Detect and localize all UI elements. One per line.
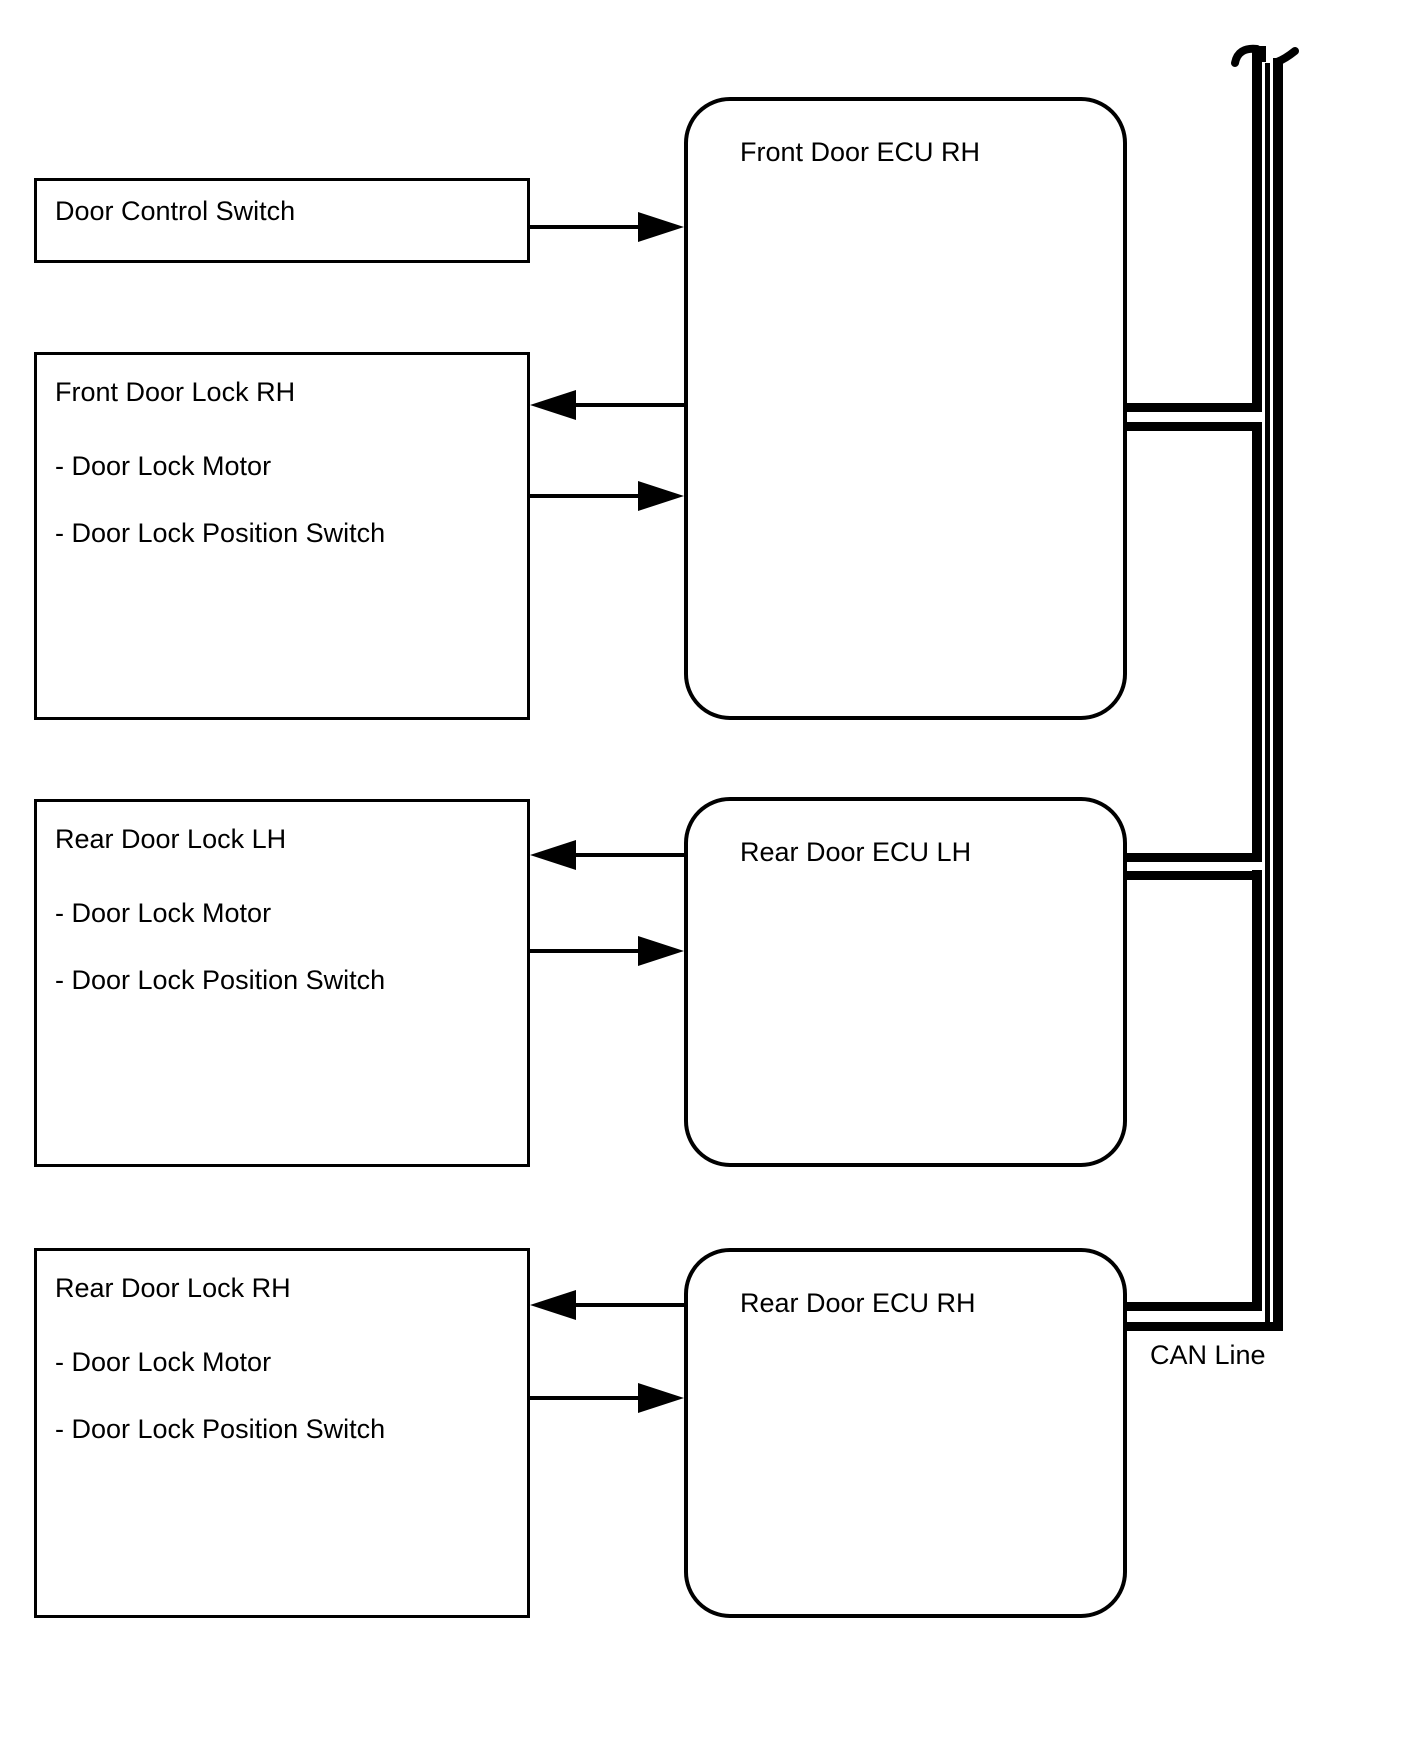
box-title: Rear Door ECU RH [740,1288,976,1318]
arrowhead-right-icon [638,936,684,966]
rear-ecu-lh-can-branch-lower [1127,871,1262,880]
arrowhead-left-icon [530,390,576,420]
can-trunk-continuation-hook-icon [1231,44,1299,67]
box-item-door-lock-position-switch: - Door Lock Position Switch [55,1414,386,1444]
box-item-door-lock-motor: - Door Lock Motor [55,451,272,481]
can-trunk-middle-line [1265,63,1270,1322]
front-ecu-can-branch-lower [1127,422,1262,431]
arrowhead-left-icon [530,1290,576,1320]
door-control-switch-box: Door Control Switch [34,178,530,263]
can-trunk-left-line-segment-2 [1252,422,1262,862]
arrowhead-left-icon [530,840,576,870]
box-title: Rear Door Lock LH [55,824,287,854]
box-item-door-lock-position-switch: - Door Lock Position Switch [55,965,386,995]
rear-door-lock-rh-box: Rear Door Lock RH - Door Lock Motor - Do… [34,1248,530,1618]
rear-door-ecu-rh-box: Rear Door ECU RH [684,1248,1127,1618]
rear-door-lock-lh-box: Rear Door Lock LH - Door Lock Motor - Do… [34,799,530,1167]
rear-ecu-lh-can-branch-upper [1127,853,1262,862]
can-trunk-left-line-segment-1 [1252,50,1262,412]
box-item-door-lock-motor: - Door Lock Motor [55,898,272,928]
arrowhead-right-icon [638,1383,684,1413]
box-title: Front Door Lock RH [55,377,296,407]
can-trunk-right-line [1273,58,1283,1322]
box-title: Door Control Switch [55,196,296,226]
rear-ecu-rh-can-branch-upper [1127,1302,1262,1311]
rear-door-ecu-lh-box: Rear Door ECU LH [684,797,1127,1167]
box-title: Front Door ECU RH [740,137,981,167]
can-trunk-left-line-segment-3 [1252,870,1262,1310]
arrowhead-right-icon [638,212,684,242]
box-title: Rear Door ECU LH [740,837,972,867]
front-ecu-can-branch-upper [1127,403,1262,412]
box-title: Rear Door Lock RH [55,1273,291,1303]
arrowhead-right-icon [638,481,684,511]
front-door-lock-rh-box: Front Door Lock RH - Door Lock Motor - D… [34,352,530,720]
can-line-label: CAN Line [1150,1340,1266,1370]
front-door-ecu-rh-box: Front Door ECU RH [684,97,1127,720]
box-item-door-lock-position-switch: - Door Lock Position Switch [55,518,386,548]
rear-ecu-rh-can-branch-lower [1127,1322,1283,1331]
box-item-door-lock-motor: - Door Lock Motor [55,1347,272,1377]
